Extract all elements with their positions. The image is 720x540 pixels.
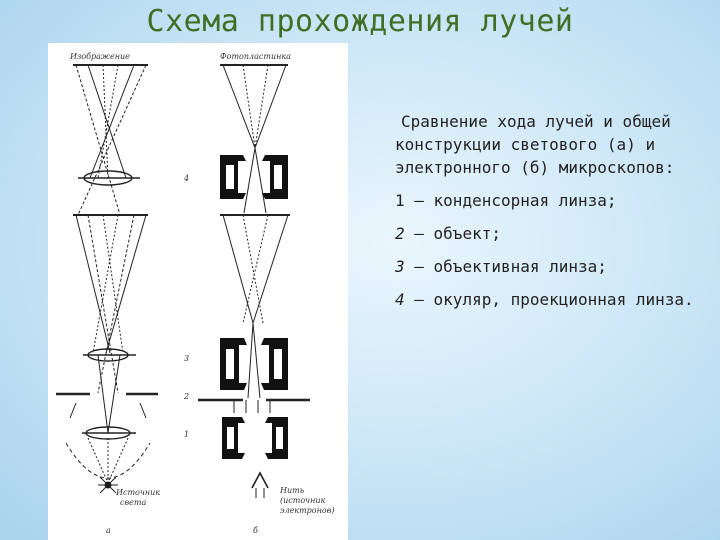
label-filament-3: электронов) bbox=[280, 506, 334, 515]
label-photoplate: Фотопластинка bbox=[220, 52, 291, 61]
item-text: — объективная линза; bbox=[404, 257, 607, 276]
label-filament-1: Нить bbox=[279, 486, 304, 495]
item-text: — конденсорная линза; bbox=[404, 191, 617, 210]
num-4: 4 bbox=[183, 174, 189, 183]
item-text: — окуляр, проекционная линза. bbox=[404, 290, 694, 309]
label-light-source-1: Источник bbox=[115, 488, 160, 497]
filament bbox=[251, 471, 269, 489]
num-3: 3 bbox=[184, 354, 189, 363]
microscope-diagram: Изображение Фотопластинка 4 3 2 1 Источн… bbox=[48, 43, 348, 540]
mirror-curve bbox=[65, 442, 151, 479]
slide-title: Схема прохождения лучей bbox=[146, 4, 574, 39]
list-item: 2 — объект; bbox=[395, 222, 695, 245]
list-item: 4 — окуляр, проекционная линза. bbox=[395, 288, 695, 311]
item-number: 2 bbox=[395, 224, 405, 243]
item-number: 3 bbox=[395, 257, 405, 276]
label-image: Изображение bbox=[69, 52, 130, 61]
item-text: — объект; bbox=[404, 224, 501, 243]
label-filament-2: (источник bbox=[280, 496, 326, 505]
item-number: 4 bbox=[395, 290, 405, 309]
num-2: 2 bbox=[183, 392, 189, 401]
electron-lenses bbox=[220, 155, 288, 459]
description-panel: Сравнение хода лучей и общей конструкции… bbox=[395, 110, 695, 321]
num-1: 1 bbox=[184, 430, 189, 439]
list-item: 1 — конденсорная линза; bbox=[395, 189, 695, 212]
description-intro: Сравнение хода лучей и общей конструкции… bbox=[395, 112, 675, 177]
label-light-source-2: света bbox=[120, 498, 146, 507]
item-number: 1 bbox=[395, 191, 405, 210]
caption-b: б bbox=[253, 526, 258, 535]
list-item: 3 — объективная линза; bbox=[395, 255, 695, 278]
caption-a: а bbox=[106, 526, 111, 535]
ray-diagram-svg: Изображение Фотопластинка 4 3 2 1 Источн… bbox=[56, 52, 334, 535]
